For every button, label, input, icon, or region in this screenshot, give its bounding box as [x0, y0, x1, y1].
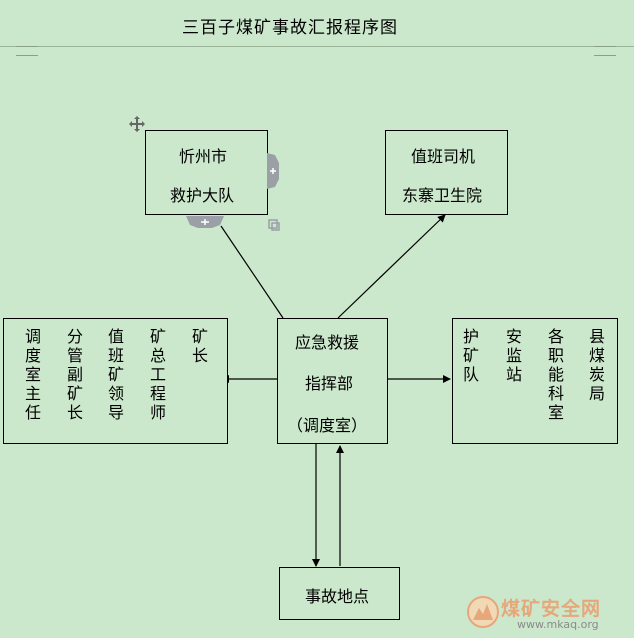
node-accident-site[interactable]: 事故地点: [279, 567, 400, 620]
watermark-emblem-icon: [467, 596, 499, 628]
node-line-1: 忻州市: [179, 147, 228, 166]
node-mine-leadership[interactable]: 调度室主任 分管副矿长 值班矿领导 矿总工程师 矿长: [3, 318, 228, 444]
node-line-2: 救护大队: [170, 186, 235, 205]
vertical-label-mine-manager: 矿长: [191, 327, 208, 365]
ruler-marker-right: [594, 46, 616, 56]
watermark-logo: 煤矿安全网 www.mkaq.org: [467, 592, 631, 636]
vertical-label-safety-station: 安监站: [505, 327, 522, 384]
node-line-2: 东寨卫生院: [402, 186, 483, 205]
node-external-agencies[interactable]: 护矿队 安监站 各职能科室 县煤炭局: [452, 318, 618, 444]
node-duty-driver-clinic[interactable]: 值班司机 东寨卫生院: [385, 130, 508, 215]
watermark-url: www.mkaq.org: [517, 618, 599, 631]
vertical-label-mine-protection-team: 护矿队: [462, 327, 479, 384]
vertical-label-dispatch-director: 调度室主任: [24, 327, 41, 422]
resize-handle-right-icon[interactable]: [267, 153, 280, 189]
arrow-command-to-duty: [337, 214, 446, 319]
node-line-3: （调度室）: [287, 416, 368, 435]
node-line-1: 值班司机: [411, 147, 476, 166]
watermark-name: 煤矿安全网: [501, 598, 602, 620]
vertical-label-chief-engineer: 矿总工程师: [149, 327, 166, 422]
document-header: 三百子煤矿事故汇报程序图: [0, 0, 634, 47]
document-title: 三百子煤矿事故汇报程序图: [182, 18, 398, 38]
node-label: 事故地点: [305, 587, 370, 606]
vertical-label-county-coal-bureau: 县煤炭局: [588, 327, 605, 403]
resize-handle-bottom-icon[interactable]: [186, 214, 224, 228]
arrow-command-to-xinzhou: [220, 225, 284, 319]
vertical-label-deputy-mine-manager: 分管副矿长: [66, 327, 83, 422]
node-line-1: 应急救援: [295, 333, 360, 352]
ruler-marker-left: [16, 46, 38, 56]
node-line-2: 指挥部: [305, 374, 354, 393]
vertical-label-functional-departments: 各职能科室: [547, 327, 564, 422]
move-handle-icon[interactable]: [129, 116, 145, 132]
node-emergency-command[interactable]: 应急救援 指挥部 （调度室）: [277, 318, 388, 444]
node-xinzhou-rescue-brigade[interactable]: 忻州市 救护大队: [145, 130, 268, 215]
corner-handle-icon[interactable]: [268, 216, 280, 231]
vertical-label-duty-mine-leader: 值班矿领导: [107, 327, 124, 422]
